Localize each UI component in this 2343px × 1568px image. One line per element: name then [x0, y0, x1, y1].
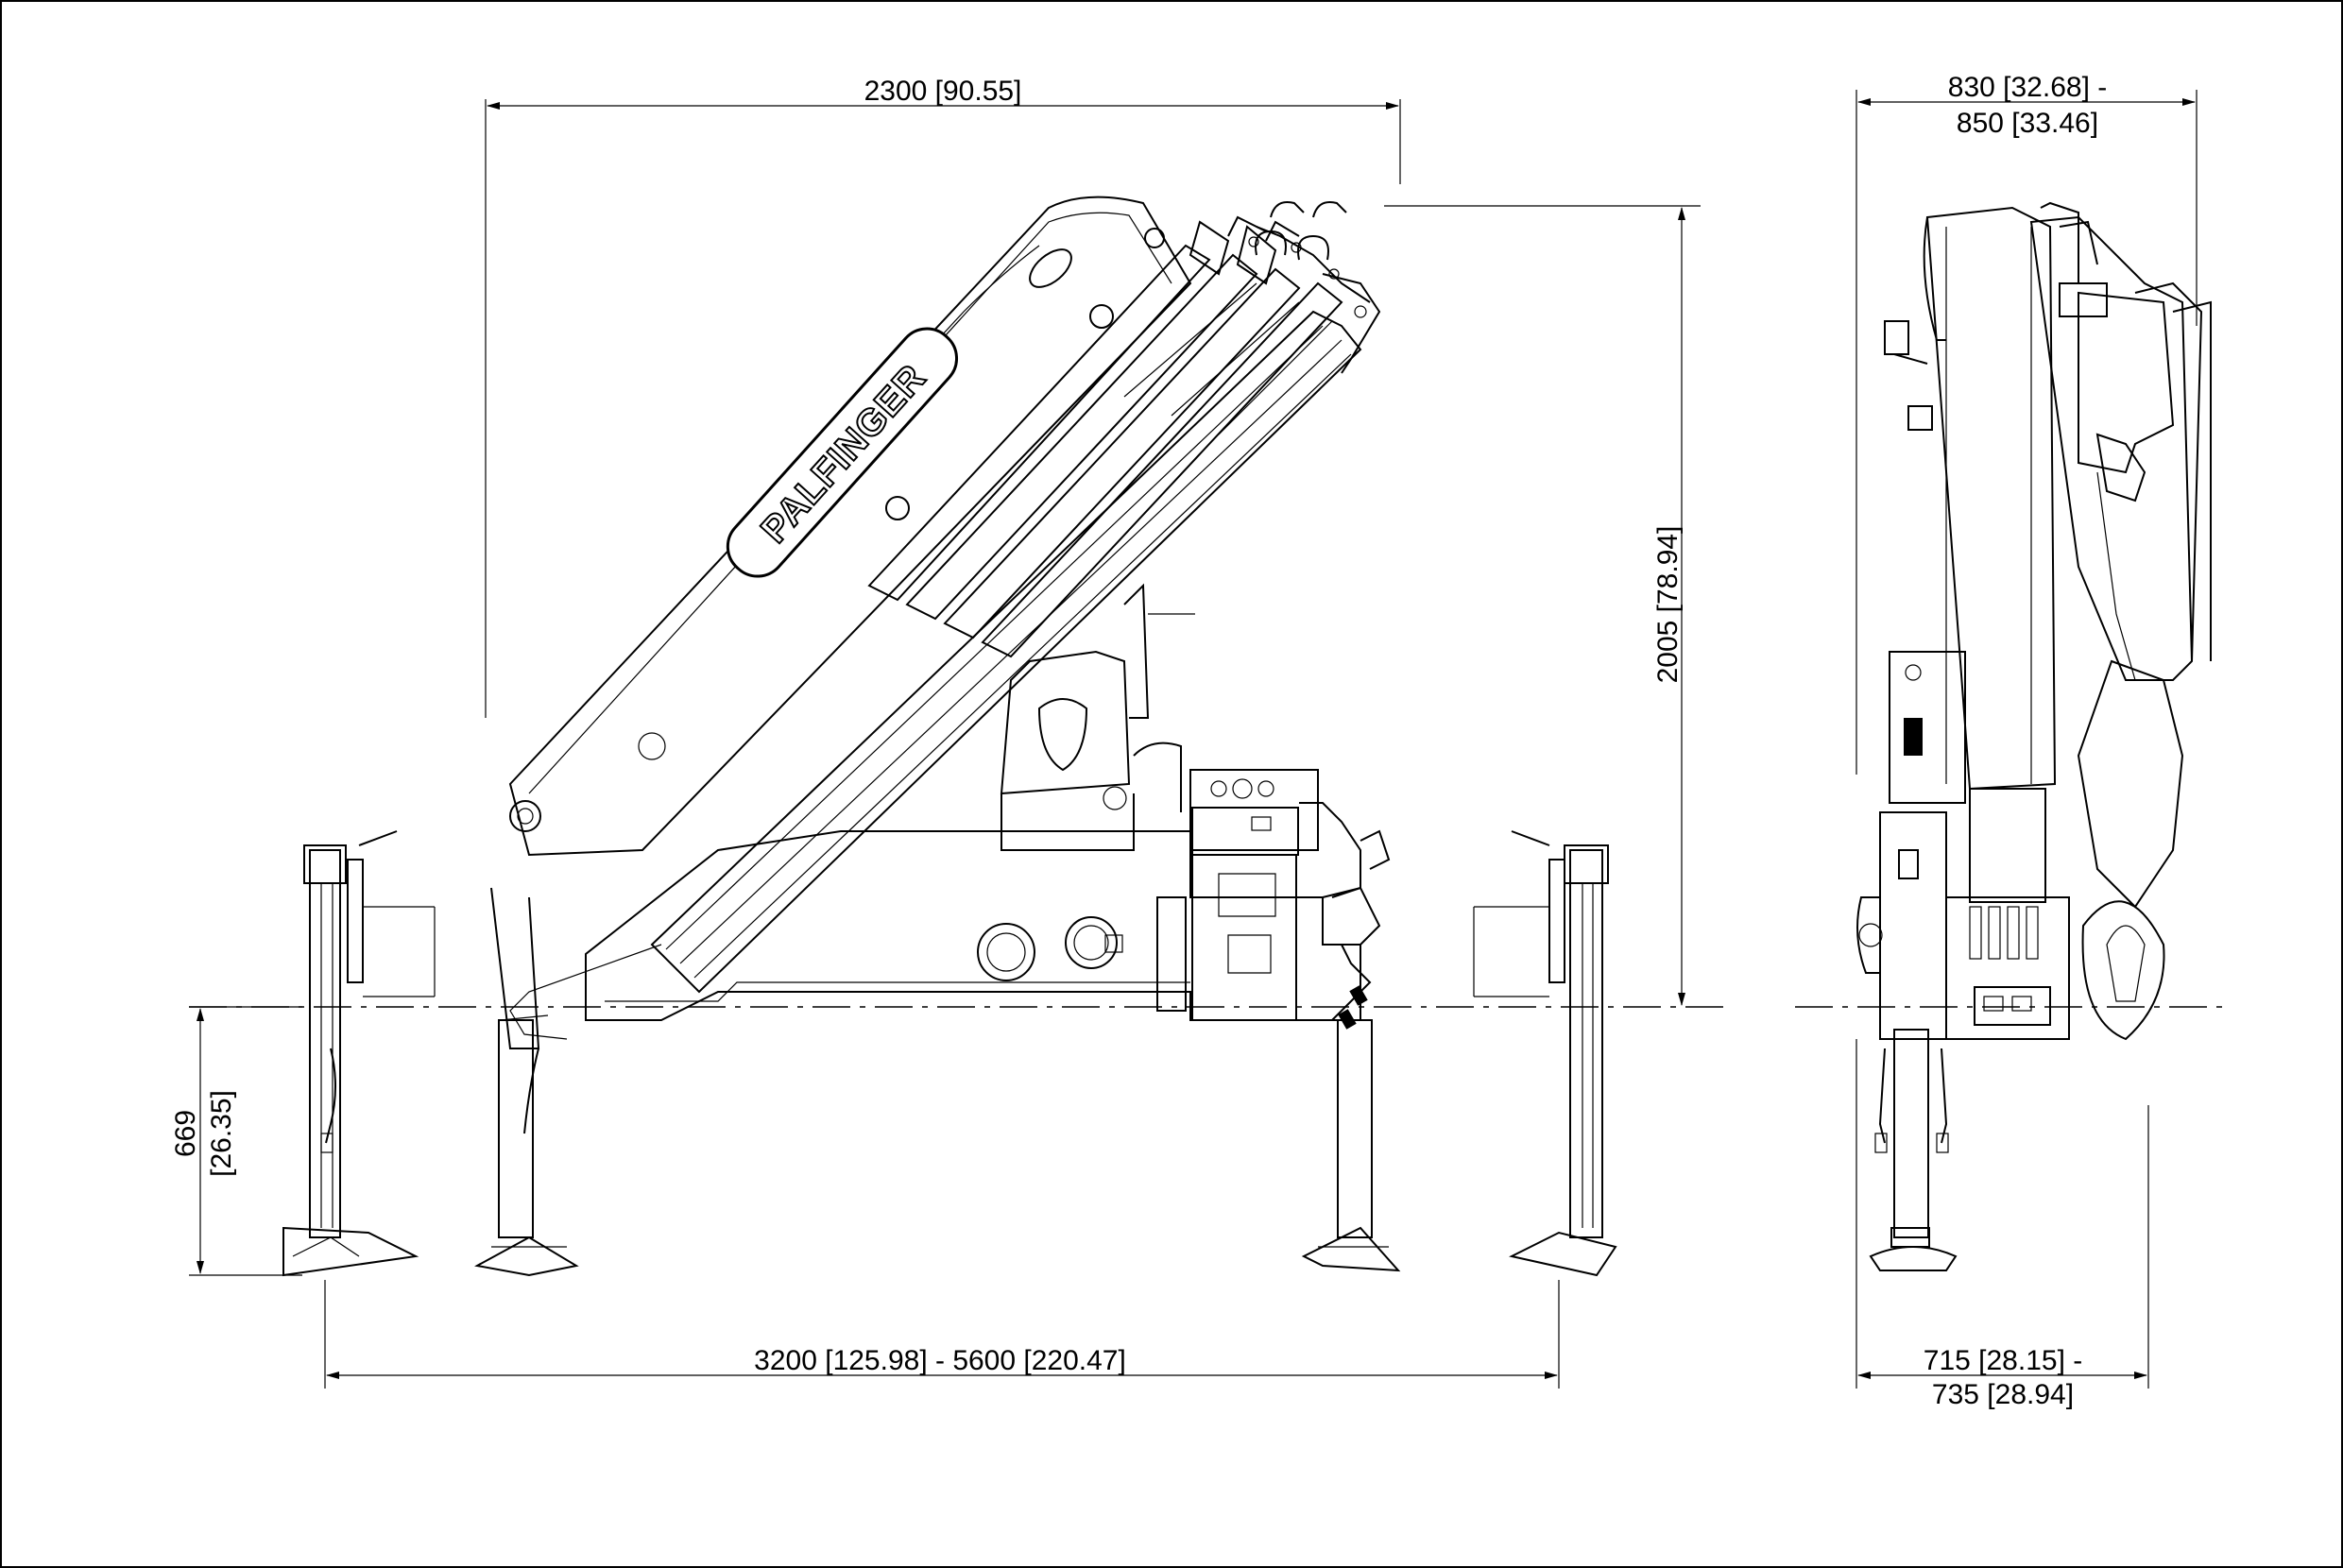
- dim-boom-width-text: 2300 [90.55]: [864, 76, 1022, 107]
- lower-boom: [490, 310, 1362, 1049]
- dim-side-width-bottom-line2: 735 [28.94]: [1932, 1379, 2074, 1410]
- dim-stabilizer-height-mm: 669: [170, 1110, 201, 1157]
- dim-boom-width: 2300 [90.55]: [485, 76, 1401, 718]
- dim-side-width-top-line1: 830 [32.68] -: [1948, 72, 2107, 103]
- dim-outrigger-span-text: 3200 [125.98] - 5600 [220.47]: [754, 1345, 1126, 1376]
- dim-outrigger-span: 3200 [125.98] - 5600 [220.47]: [324, 1280, 1560, 1389]
- dim-side-width-bottom: 715 [28.15] - 735 [28.94]: [1856, 1039, 2149, 1410]
- dim-side-width-bottom-line1: 715 [28.15] -: [1924, 1345, 2082, 1376]
- dim-stabilizer-height: 669 [26.35]: [170, 1006, 302, 1276]
- dim-height-text: 2005 [78.94]: [1652, 526, 1684, 684]
- stabilizer-left-inner: [474, 1019, 579, 1277]
- stabilizer-left-outer: [282, 830, 436, 1277]
- stabilizer-right-outer: [1473, 830, 1617, 1277]
- slewing-column: [1000, 583, 1195, 851]
- logo-text: PALFINGER: [753, 357, 933, 552]
- extension-booms: [867, 201, 1381, 658]
- front-view: PALFINGER: [282, 196, 1617, 1277]
- side-view: [1856, 201, 2212, 1271]
- dim-side-width-top: 830 [32.68] - 850 [33.46]: [1856, 72, 2198, 775]
- dim-height: 2005 [78.94]: [1384, 205, 1701, 1006]
- stabilizer-right-inner: [1301, 1019, 1401, 1272]
- dim-side-width-top-line2: 850 [33.46]: [1957, 108, 2098, 139]
- base-frame: [585, 769, 1391, 1030]
- dim-stabilizer-height-in: [26.35]: [206, 1090, 237, 1177]
- palfinger-logo: PALFINGER: [726, 327, 959, 578]
- main-boom: [508, 196, 1192, 857]
